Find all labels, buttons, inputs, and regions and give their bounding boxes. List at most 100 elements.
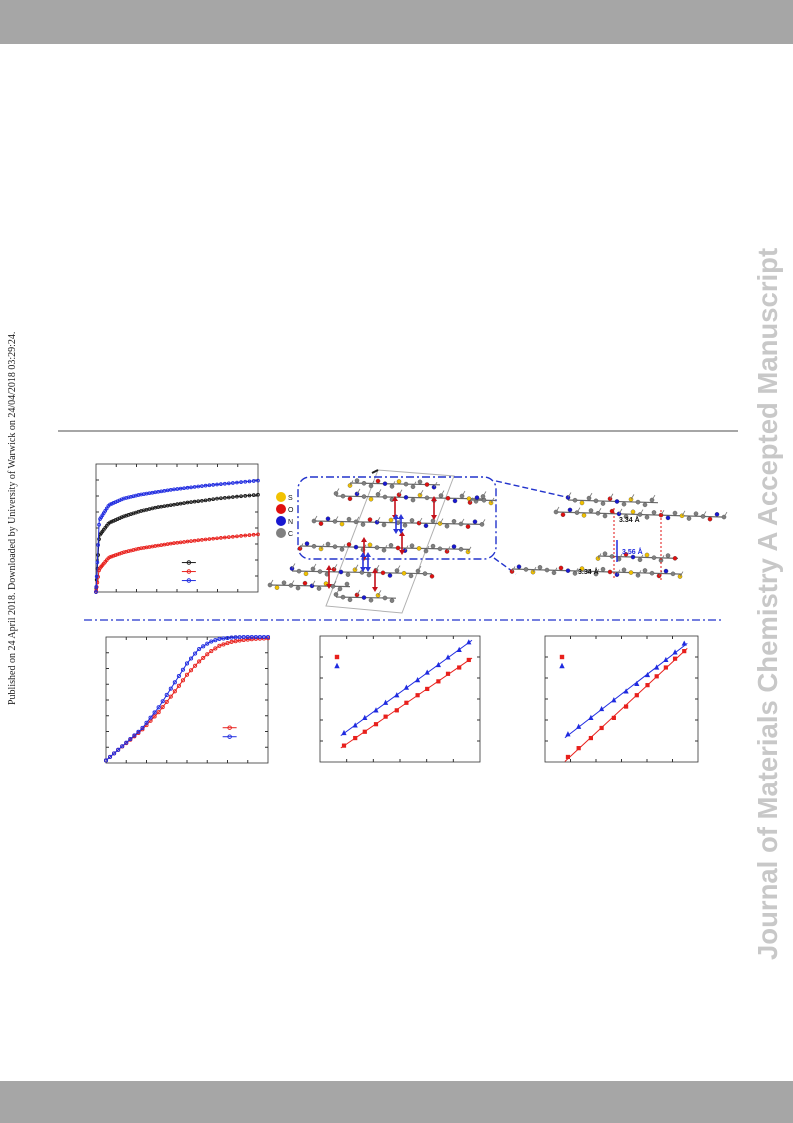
atom xyxy=(558,565,564,571)
atom xyxy=(318,521,324,526)
atom xyxy=(445,495,451,501)
atom xyxy=(380,570,386,576)
data-point xyxy=(362,729,367,734)
data-point xyxy=(140,725,145,730)
data-point xyxy=(394,708,399,713)
data-point xyxy=(182,540,186,544)
atom xyxy=(361,481,367,486)
atom xyxy=(331,567,337,572)
data-point xyxy=(245,634,250,640)
legend-marker-red xyxy=(559,654,565,660)
data-point xyxy=(682,649,687,654)
data-point xyxy=(425,686,430,692)
data-point xyxy=(156,705,161,710)
data-point xyxy=(226,495,231,500)
data-point xyxy=(189,500,193,504)
atom xyxy=(614,499,620,504)
atom xyxy=(310,566,316,572)
molecule-layers xyxy=(267,478,497,603)
data-point xyxy=(168,541,173,546)
data-point xyxy=(172,680,177,685)
data-point xyxy=(681,640,687,646)
atom xyxy=(429,574,435,579)
atom xyxy=(424,495,430,501)
zoom-frame xyxy=(297,476,497,560)
molecule-row xyxy=(467,495,497,506)
atom xyxy=(347,496,353,502)
data-point xyxy=(239,494,243,499)
atom xyxy=(581,513,587,518)
atom xyxy=(347,597,353,603)
data-point xyxy=(148,715,153,720)
stacking-arrow xyxy=(372,568,378,592)
data-point xyxy=(104,506,109,511)
data-point xyxy=(424,669,430,675)
atom xyxy=(651,510,657,515)
atom xyxy=(332,544,338,549)
atom xyxy=(644,552,650,558)
atom xyxy=(410,497,416,503)
data-point xyxy=(215,536,219,541)
data-point xyxy=(175,502,180,506)
data-point xyxy=(225,641,230,646)
molecule-row xyxy=(333,488,487,504)
data-point xyxy=(211,497,216,502)
data-point xyxy=(219,496,223,501)
data-point xyxy=(109,554,114,559)
data-point xyxy=(445,671,451,676)
data-point xyxy=(261,634,267,640)
data-point xyxy=(197,659,202,664)
data-point xyxy=(588,735,593,741)
atom xyxy=(339,521,345,527)
atom xyxy=(354,478,360,483)
atom xyxy=(628,570,634,575)
atom xyxy=(416,546,422,551)
atom xyxy=(417,479,423,485)
data-point xyxy=(178,486,183,491)
data-point xyxy=(165,542,170,546)
atom xyxy=(332,519,338,524)
atom xyxy=(408,573,414,579)
data-point xyxy=(226,481,231,486)
atom xyxy=(402,523,408,528)
molecule-row xyxy=(565,492,659,508)
atom xyxy=(295,585,301,591)
data-point xyxy=(235,480,239,485)
data-point xyxy=(235,494,239,499)
series-line-black xyxy=(95,494,259,593)
atom xyxy=(396,479,402,484)
data-point xyxy=(599,725,604,731)
atom xyxy=(288,583,294,588)
legend-marker-red xyxy=(334,654,340,660)
data-point xyxy=(108,520,112,525)
data-point xyxy=(115,552,120,557)
data-point xyxy=(209,649,214,654)
atom xyxy=(395,545,401,551)
data-point xyxy=(221,636,226,641)
atom xyxy=(309,583,315,589)
data-point xyxy=(94,574,99,579)
atom xyxy=(361,494,367,499)
data-point xyxy=(182,486,186,491)
data-point xyxy=(203,498,208,503)
data-point xyxy=(257,634,262,640)
atom xyxy=(481,498,487,503)
data-point xyxy=(207,497,212,502)
data-point xyxy=(184,661,190,666)
atom xyxy=(381,522,387,528)
data-point xyxy=(672,649,678,655)
atom xyxy=(579,566,585,571)
data-point xyxy=(623,704,629,709)
data-point xyxy=(172,487,176,492)
data-point xyxy=(353,735,358,741)
data-point xyxy=(108,502,112,507)
data-point xyxy=(201,655,206,660)
stacking-arrow xyxy=(326,565,332,589)
data-point xyxy=(256,492,260,497)
atom xyxy=(382,481,388,486)
atom xyxy=(389,598,395,603)
data-point xyxy=(243,533,248,538)
atom-legend: S O N C xyxy=(276,492,294,538)
data-point xyxy=(178,501,183,506)
data-point xyxy=(172,541,176,545)
